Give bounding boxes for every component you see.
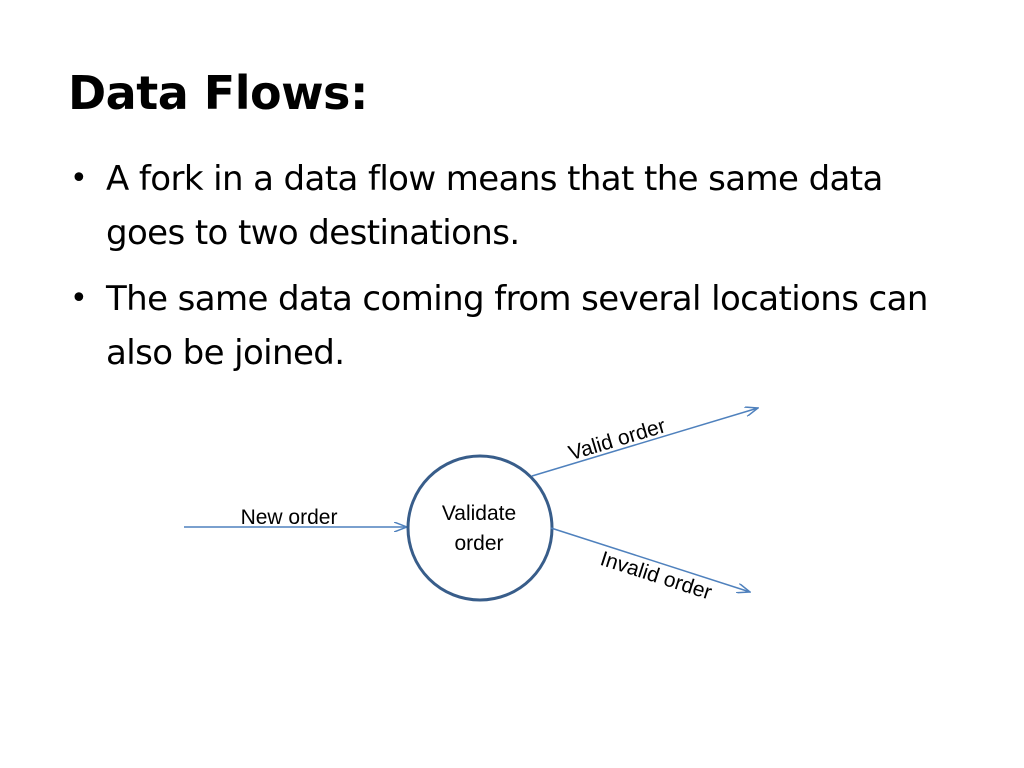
process-label-line1: Validate [442, 502, 516, 525]
bullet-list: • A fork in a data flow means that the s… [68, 152, 968, 392]
bullet-text: A fork in a data flow means that the sam… [106, 159, 883, 253]
slide-title: Data Flows: [68, 66, 368, 120]
new-order-label: New order [241, 506, 338, 529]
valid-order-label: Valid order [566, 414, 668, 465]
bullet-item: • A fork in a data flow means that the s… [68, 152, 968, 260]
valid-order-flow-arrow [531, 408, 758, 477]
invalid-order-label: Invalid order [597, 547, 714, 604]
bullet-icon: • [70, 281, 88, 316]
bullet-text: The same data coming from several locati… [106, 279, 928, 373]
validate-order-process [406, 454, 554, 602]
process-label-line2: order [454, 532, 503, 555]
bullet-item: • The same data coming from several loca… [68, 272, 968, 380]
bullet-icon: • [70, 161, 88, 196]
invalid-order-flow-arrow [550, 527, 750, 592]
